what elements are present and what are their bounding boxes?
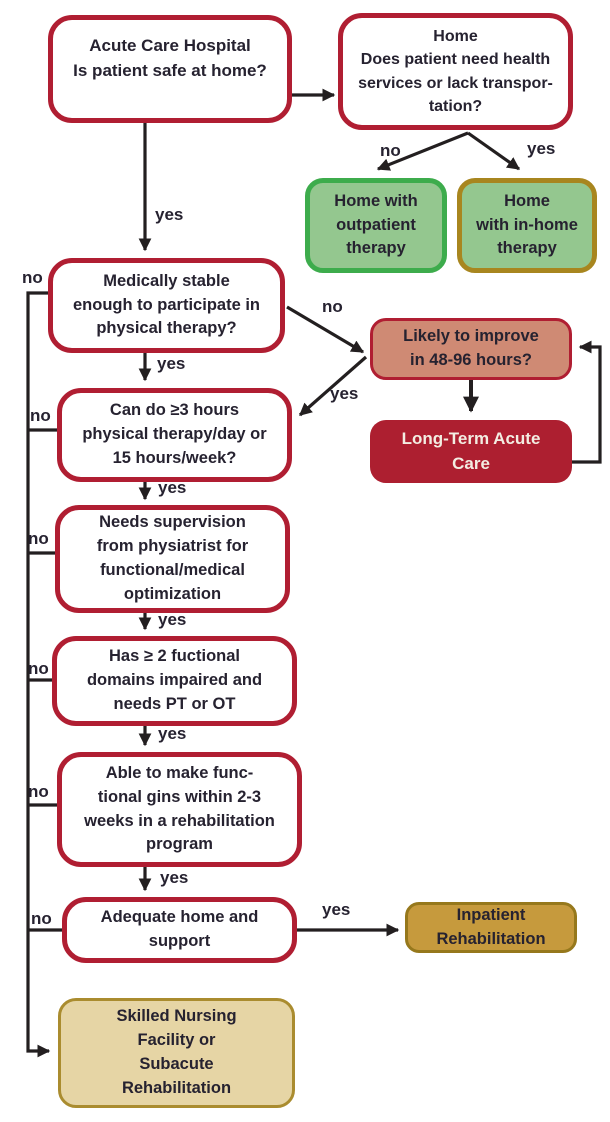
- label-no-adequate: no: [31, 909, 52, 928]
- arrow-ltac-feedback-to-likely: [572, 340, 602, 464]
- node-functional-domains: Has ≥ 2 fuctional domains impaired and n…: [52, 636, 297, 726]
- node-inpatient-rehabilitation: Inpatient Rehabilitation: [405, 902, 577, 953]
- node-likely-to-improve: Likely to improve in 48-96 hours?: [370, 318, 572, 380]
- node-acute-care-hospital: Acute Care Hospital Is patient safe at h…: [48, 15, 292, 123]
- node-can-do-3-hours: Can do ≥3 hours physical therapy/day or …: [57, 388, 292, 482]
- label-no-gains: no: [28, 782, 49, 801]
- node-long-term-acute-care: Long-Term Acute Care: [370, 420, 572, 483]
- arrow-yes-likely-to-cando: [298, 355, 368, 417]
- label-yes-domains: yes: [158, 724, 187, 743]
- label-yes-medically: yes: [157, 354, 186, 373]
- label-no-medically-to-likely: no: [322, 297, 343, 316]
- arrow-no-medically-to-likely: [286, 305, 365, 354]
- node-needs-supervision: Needs supervision from physiatrist for f…: [55, 505, 290, 613]
- node-home-outpatient-therapy: Home with outpatient therapy: [305, 178, 447, 273]
- no-rail-to-snf: [26, 291, 51, 1058]
- node-medically-stable: Medically stable enough to participate i…: [48, 258, 285, 353]
- node-adequate-home-support: Adequate home and support: [62, 897, 297, 963]
- label-yes-acute: yes: [155, 205, 184, 224]
- label-yes-adequate: yes: [322, 900, 351, 919]
- node-skilled-nursing-facility: Skilled Nursing Facility or Subacute Reh…: [58, 998, 295, 1108]
- label-yes-likely-to-cando: yes: [330, 384, 359, 403]
- arrow-no-home-to-outpatient: [376, 131, 469, 171]
- label-yes-gains: yes: [160, 868, 189, 887]
- label-yes-cando: yes: [158, 478, 187, 497]
- label-no-domains: no: [28, 659, 49, 678]
- label-yes-supervision: yes: [158, 610, 187, 629]
- arrow-yes-home-to-inhome: [467, 131, 521, 171]
- node-home-question: Home Does patient need health services o…: [338, 13, 573, 130]
- label-no-supervision: no: [28, 529, 49, 548]
- node-home-inhome-therapy: Home with in-home therapy: [457, 178, 597, 273]
- node-functional-gains: Able to make func- tional gins within 2-…: [57, 752, 302, 867]
- label-no-medically: no: [22, 268, 43, 287]
- label-yes-home-fork: yes: [527, 139, 556, 158]
- label-no-home-fork: no: [380, 141, 401, 160]
- label-no-cando: no: [30, 406, 51, 425]
